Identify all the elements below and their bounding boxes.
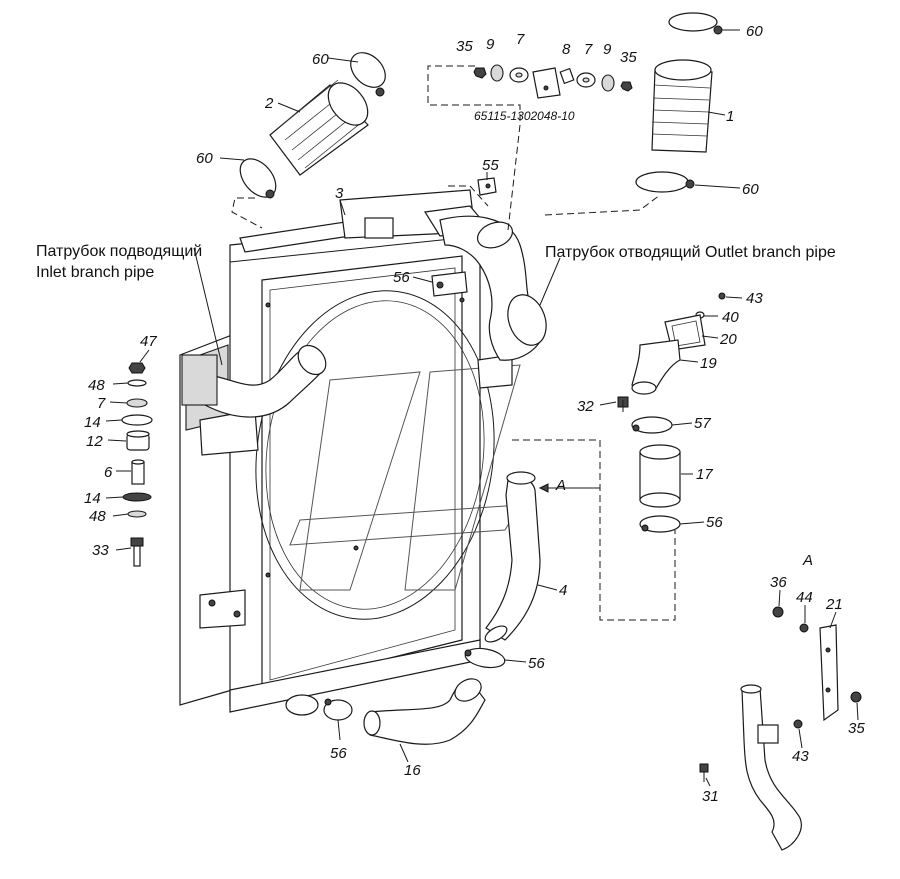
callout-12: 12 <box>86 433 103 450</box>
callout-9-top-right: 9 <box>603 41 612 58</box>
callout-56-radiator-top: 56 <box>393 269 410 286</box>
callout-40: 40 <box>722 309 739 326</box>
callout-48-upper: 48 <box>88 377 105 394</box>
callout-48-lower: 48 <box>89 508 106 525</box>
inlet-branch-pipe <box>181 344 327 418</box>
callout-33: 33 <box>92 542 109 559</box>
callout-60-mid-left: 60 <box>196 150 213 167</box>
callout-7-top-right: 7 <box>584 41 593 58</box>
callout-6: 6 <box>104 464 113 481</box>
pipe-4 <box>484 471 541 643</box>
callout-43-view-a: 43 <box>792 748 809 765</box>
left-hardware-stack <box>121 362 153 567</box>
callout-numbers: 35 9 7 8 7 9 35 60 60 60 60 2 1 55 3 56 … <box>84 23 865 805</box>
callout-56-right: 56 <box>706 514 723 531</box>
callout-17: 17 <box>696 466 713 483</box>
view-a-label: A <box>802 552 813 569</box>
callout-8: 8 <box>562 41 571 58</box>
inlet-caption-en: Inlet branch pipe <box>36 264 154 281</box>
callout-60-top-right: 60 <box>746 23 763 40</box>
callout-43-right: 43 <box>746 290 763 307</box>
callout-7-left: 7 <box>97 395 106 412</box>
view-a-arrow-label: A <box>555 477 566 494</box>
callout-35-top-right: 35 <box>620 49 637 66</box>
outlet-branch-pipe <box>439 215 547 361</box>
callout-56-bottom-right: 56 <box>528 655 545 672</box>
inlet-caption-ru: Патрубок подводящий <box>36 243 202 260</box>
callout-56-bottom-left: 56 <box>330 745 347 762</box>
callout-21: 21 <box>825 596 843 613</box>
mount-hardware-row <box>473 64 633 196</box>
callout-35-view-a: 35 <box>848 720 865 737</box>
leader-lines <box>105 29 859 787</box>
callout-60-upper-left: 60 <box>312 51 329 68</box>
callout-2: 2 <box>264 95 274 112</box>
callout-60-mid-right: 60 <box>742 181 759 198</box>
assembly-number: 65115-1302048-10 <box>474 109 575 123</box>
callout-3: 3 <box>335 185 344 202</box>
callout-1: 1 <box>726 108 734 125</box>
dashed-guides <box>231 65 676 621</box>
bottom-hoses <box>285 647 506 745</box>
outlet-caption: Патрубок отводящий Outlet branch pipe <box>545 244 836 261</box>
callout-31: 31 <box>702 788 719 805</box>
view-a-detail <box>699 606 862 851</box>
callout-19: 19 <box>700 355 717 372</box>
callout-47: 47 <box>140 333 157 350</box>
callout-44: 44 <box>796 589 813 606</box>
right-side-parts <box>431 271 726 533</box>
callout-57: 57 <box>694 415 711 432</box>
bellows-hose-1 <box>635 12 723 193</box>
callout-14-upper: 14 <box>84 414 101 431</box>
callout-32: 32 <box>577 398 594 415</box>
bellows-hose-2 <box>239 52 386 199</box>
callout-14-lower: 14 <box>84 490 101 507</box>
callout-7-top-left: 7 <box>516 31 525 48</box>
callout-4: 4 <box>559 582 567 599</box>
callout-35-top-left: 35 <box>456 38 473 55</box>
callout-36: 36 <box>770 574 787 591</box>
callout-9-top-left: 9 <box>486 36 495 53</box>
callout-20: 20 <box>719 331 737 348</box>
radiator-assembly <box>179 189 521 713</box>
callout-55: 55 <box>482 157 499 174</box>
callout-16: 16 <box>404 762 421 779</box>
